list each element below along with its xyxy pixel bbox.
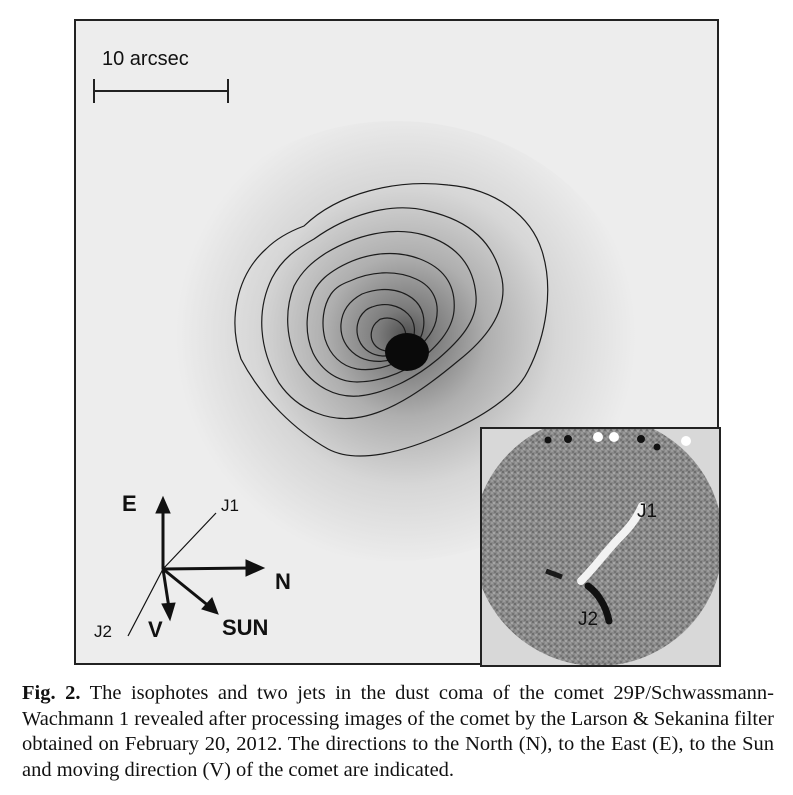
inset-label-jet2: J2 [578, 609, 598, 630]
figure-panel: 10 arcsec E N SUN V J1 J2 [74, 19, 721, 667]
label-east: E [122, 491, 137, 516]
label-sun: SUN [222, 615, 268, 640]
comet-nucleus [385, 333, 429, 371]
arrow-up-icon [155, 495, 171, 514]
arrow-down-right-icon [201, 597, 219, 615]
scale-bar-label: 10 arcsec [102, 48, 189, 70]
inset-processed-image: J1 J2 [480, 427, 721, 667]
inset-label-jet1: J1 [637, 501, 657, 522]
isophote-contours [234, 183, 549, 457]
label-velocity: V [148, 617, 163, 642]
inset-star-dots [544, 432, 691, 451]
caption-text: The isophotes and two jets in the dust c… [22, 682, 775, 781]
label-jet1: J1 [221, 496, 239, 515]
scale-bar: 10 arcsec [93, 48, 229, 103]
label-north: N [275, 569, 291, 594]
caption-label: Fig. 2. [22, 682, 81, 704]
label-jet2: J2 [94, 622, 112, 641]
arrow-right-icon [245, 559, 266, 577]
direction-compass [127, 495, 266, 637]
coma-image: 10 arcsec E N SUN V J1 J2 [93, 48, 721, 667]
figure-caption: Fig. 2. The isophotes and two jets in th… [22, 681, 774, 783]
arrow-down-icon [161, 602, 176, 622]
